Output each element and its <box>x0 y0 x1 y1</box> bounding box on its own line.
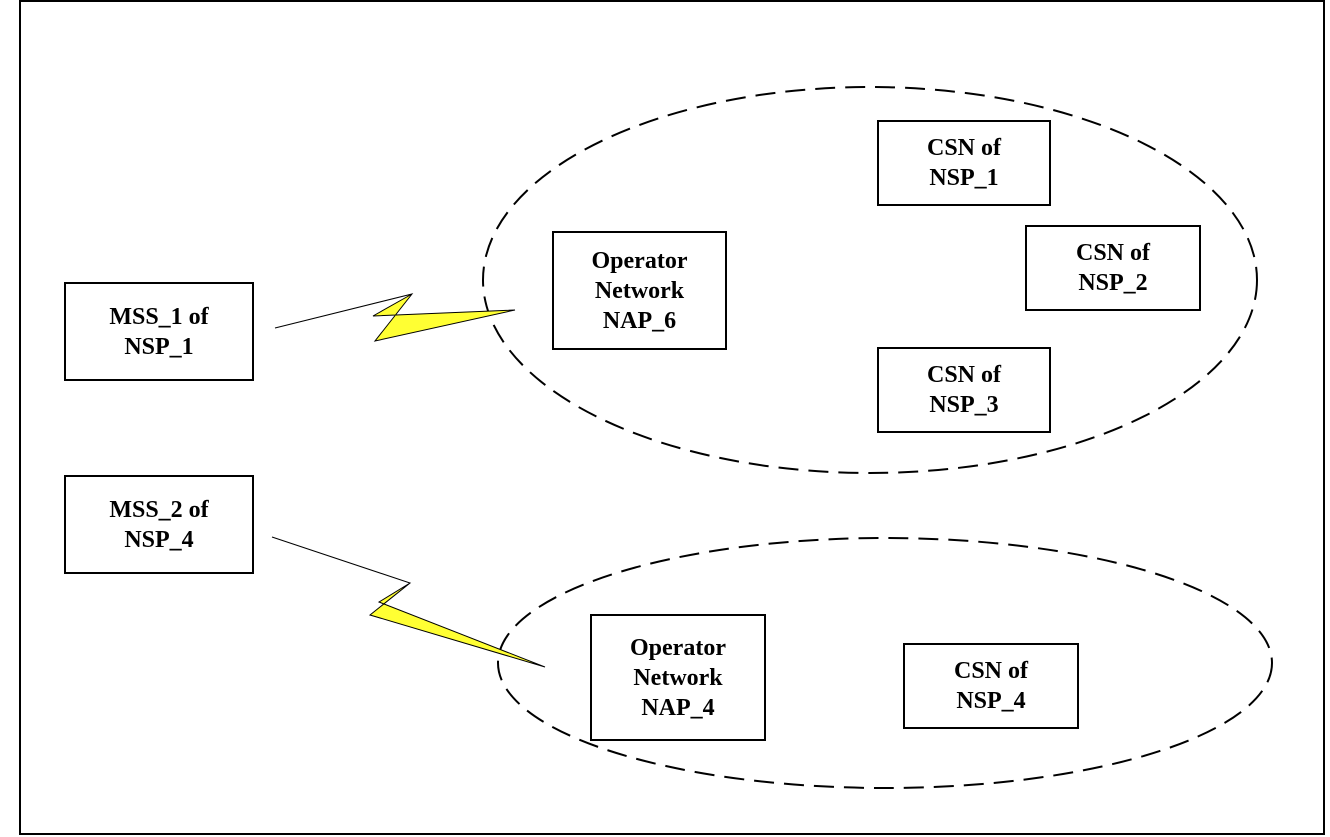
csn-3-line-1: CSN of <box>926 362 1001 388</box>
csn-1-line-1: CSN of <box>926 135 1001 161</box>
operator-network-nap-4-node: Operator Network NAP_4 <box>590 614 766 741</box>
nap-4-line-3: NAP_4 <box>641 694 715 721</box>
csn-2-line-1: CSN of <box>1075 240 1150 266</box>
csn-1-line-2: NSP_1 <box>929 165 999 191</box>
nap-4-line-2: Network <box>633 664 723 691</box>
mss-2-line-2: NSP_4 <box>124 526 194 553</box>
csn-3-line-2: NSP_3 <box>929 392 999 418</box>
csn-nsp-3-node: CSN of NSP_3 <box>877 347 1051 433</box>
nap-6-line-2: Network <box>594 277 685 304</box>
csn-4-line-2: NSP_4 <box>956 688 1026 714</box>
mss-2-node: MSS_2 of NSP_4 <box>64 475 254 574</box>
mss-1-node: MSS_1 of NSP_1 <box>64 282 254 381</box>
mss-1-line-1: MSS_1 of <box>109 303 209 330</box>
mss-2-line-1: MSS_2 of <box>109 496 209 523</box>
csn-2-line-2: NSP_2 <box>1078 270 1148 296</box>
csn-nsp-2-node: CSN of NSP_2 <box>1025 225 1201 311</box>
nap-4-line-1: Operator <box>630 634 726 661</box>
lower-network-ellipse <box>497 537 1273 789</box>
lightning-bolt-icon <box>271 536 546 668</box>
upper-network-ellipse <box>482 86 1258 474</box>
operator-network-nap-6-node: Operator Network NAP_6 <box>552 231 727 350</box>
csn-nsp-1-node: CSN of NSP_1 <box>877 120 1051 206</box>
csn-4-line-1: CSN of <box>953 658 1028 684</box>
nap-6-line-3: NAP_6 <box>602 307 677 334</box>
lightning-bolt-icon <box>274 293 516 342</box>
nap-6-line-1: Operator <box>591 247 688 274</box>
mss-1-line-2: NSP_1 <box>124 333 194 360</box>
csn-nsp-4-node: CSN of NSP_4 <box>903 643 1079 729</box>
